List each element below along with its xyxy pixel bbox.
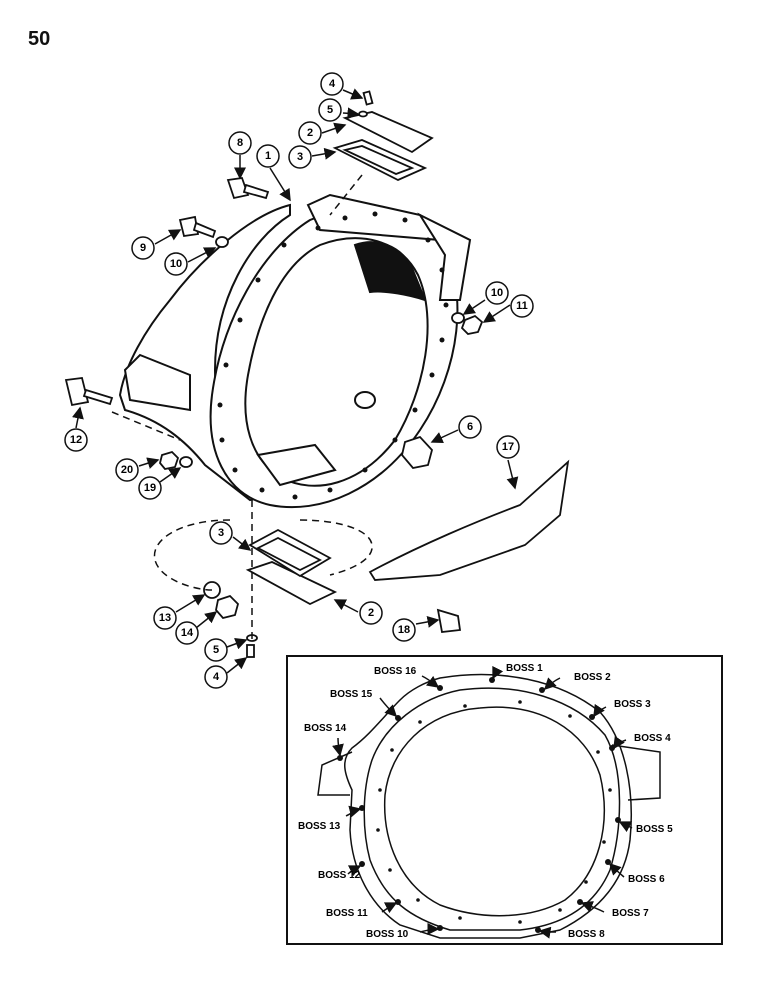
callout-4-bottom [204,665,228,689]
callout-2-bottom [359,601,383,625]
callout-3-top [288,145,312,169]
callout-label: 10 [170,258,182,270]
callout-4-top [320,72,344,96]
callout-10-right [485,281,509,305]
callout-19 [138,476,162,500]
callout-label: 3 [218,527,224,539]
callout-label: 6 [467,421,473,433]
boss-label-4: BOSS 4 [634,733,671,744]
callout-5-top [318,98,342,122]
boss-label-2: BOSS 2 [574,672,611,683]
callout-label: 2 [307,127,313,139]
callout-20 [115,458,139,482]
callout-label: 10 [491,287,503,299]
callout-label: 9 [140,242,146,254]
callout-label: 5 [213,644,219,656]
callout-label: 20 [121,464,133,476]
callout-14 [175,621,199,645]
hardware [64,177,570,658]
boss-label-15: BOSS 15 [330,689,373,700]
callout-9 [131,236,155,260]
callout-17 [496,435,520,459]
boss-label-5: BOSS 5 [636,824,673,835]
phantom-lines [111,174,373,640]
callout-1 [256,144,280,168]
callout-label: 11 [516,300,528,312]
boss-label-12: BOSS 12 [318,870,361,881]
callouts [72,88,519,674]
callout-label: 14 [181,627,194,639]
callout-6 [458,415,482,439]
boss-label-3: BOSS 3 [614,699,651,710]
callout-label: 18 [398,624,410,636]
callout-label: 5 [327,104,333,116]
boss-label-1: BOSS 1 [506,663,543,674]
boss-label-10: BOSS 10 [366,929,409,940]
boss-label-6: BOSS 6 [628,874,665,885]
callout-12 [64,428,88,452]
inset-frame [286,655,723,945]
callout-5-bottom [204,638,228,662]
callout-label: 13 [159,612,171,624]
callout-label: 4 [329,78,336,90]
callout-8 [228,131,252,155]
flywheel-housing [118,193,472,509]
callout-label: 19 [144,482,156,494]
boss-holes [337,677,621,933]
top-cover-plate [332,90,434,181]
callout-13 [153,606,177,630]
callout-label: 4 [213,671,220,683]
callout-label: 3 [297,151,303,163]
boss-inset: BOSS 1 BOSS 2 BOSS 3 BOSS 4 BOSS 5 BOSS … [286,655,723,945]
boss-label-14: BOSS 14 [304,723,347,734]
boss-label-7: BOSS 7 [612,908,649,919]
boss-label-11: BOSS 11 [326,908,368,919]
callout-label: 17 [502,441,514,453]
callout-2-top [298,121,322,145]
flange-holes [217,211,449,500]
callout-label: 2 [368,607,374,619]
callout-10-left [164,252,188,276]
callout-label: 1 [265,150,271,162]
callout-18 [392,618,416,642]
callout-label: 8 [237,137,243,149]
boss-label-8: BOSS 8 [568,929,605,940]
boss-label-16: BOSS 16 [374,666,417,677]
callout-11 [510,294,534,318]
page-number: 50 [28,28,51,50]
callout-label: 12 [70,434,82,446]
boss-label-13: BOSS 13 [298,821,341,832]
callout-3-bottom [209,521,233,545]
flange-small-holes [376,700,612,924]
